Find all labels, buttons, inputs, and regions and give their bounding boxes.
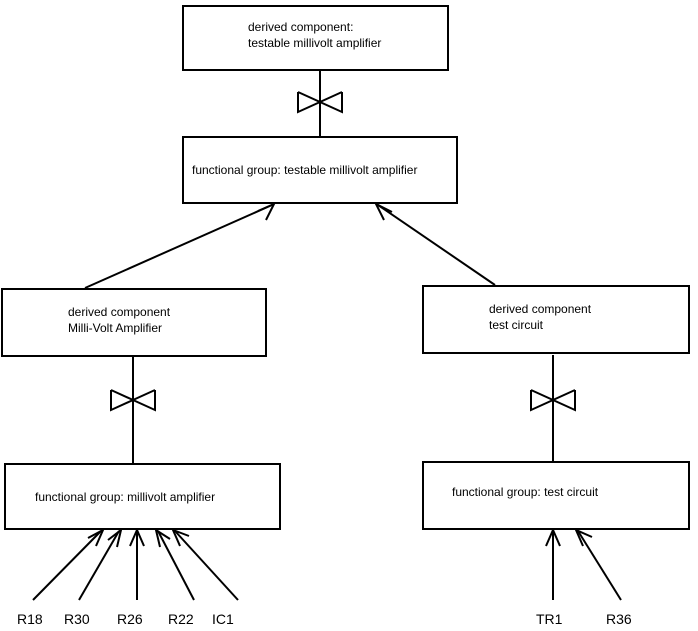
node-left-derived-component-line2: Milli-Volt Amplifier	[68, 321, 162, 335]
node-right-derived-component-rect[interactable]	[422, 285, 690, 354]
node-right-derived-component-line2: test circuit	[489, 318, 544, 332]
leaf-label-ic1: IC1	[212, 611, 234, 627]
node-right-functional-group-rect[interactable]	[422, 461, 690, 530]
node-right-functional-group[interactable]: functional group: test circuit	[422, 461, 690, 530]
node-left-derived-component-line1: derived component	[68, 305, 171, 319]
leaf-label-r22: R22	[168, 611, 194, 627]
connector-left-generalization	[84, 204, 273, 289]
connector-right-generalization	[377, 204, 496, 286]
node-top-derived-component-line2: testable millivolt amplifier	[248, 36, 381, 50]
leaf-label-r36: R36	[606, 611, 632, 627]
leaf-label-r18: R18	[17, 611, 43, 627]
node-right-functional-group-line1: functional group: test circuit	[452, 485, 599, 499]
connector-leaf-r18	[32, 530, 102, 601]
bowtie-icon-left	[110, 389, 156, 412]
node-right-derived-component-line1: derived component	[489, 302, 592, 316]
arrow-head-left-generalization	[257, 201, 277, 221]
node-left-functional-group-line1: functional group: millivolt amplifier	[35, 490, 215, 504]
node-right-derived-component[interactable]: derived component test circuit	[422, 285, 690, 354]
leaf-label-r26: R26	[117, 611, 143, 627]
node-left-derived-component[interactable]: derived component Milli-Volt Amplifier	[1, 288, 267, 357]
node-left-functional-group-rect[interactable]	[4, 463, 281, 530]
bowtie-icon-right	[530, 389, 576, 412]
node-top-functional-group-rect[interactable]	[182, 136, 458, 204]
node-top-derived-component[interactable]: derived component: testable millivolt am…	[182, 5, 449, 71]
node-top-derived-component-rect[interactable]	[182, 5, 449, 71]
connector-leaf-r36	[577, 530, 622, 601]
connector-leaf-r30	[78, 530, 120, 601]
node-top-functional-group[interactable]: functional group: testable millivolt amp…	[182, 136, 458, 204]
leaf-label-r30: R30	[64, 611, 90, 627]
leaf-label-tr1: TR1	[536, 611, 563, 627]
connector-leaf-r22	[157, 530, 195, 601]
node-top-derived-component-line1: derived component:	[248, 20, 353, 34]
node-left-functional-group[interactable]: functional group: millivolt amplifier	[4, 463, 281, 530]
node-left-derived-component-rect[interactable]	[1, 288, 267, 357]
node-top-functional-group-line1: functional group: testable millivolt amp…	[192, 163, 417, 177]
bowtie-icon-top	[297, 91, 343, 114]
connector-leaf-ic1	[174, 530, 239, 601]
